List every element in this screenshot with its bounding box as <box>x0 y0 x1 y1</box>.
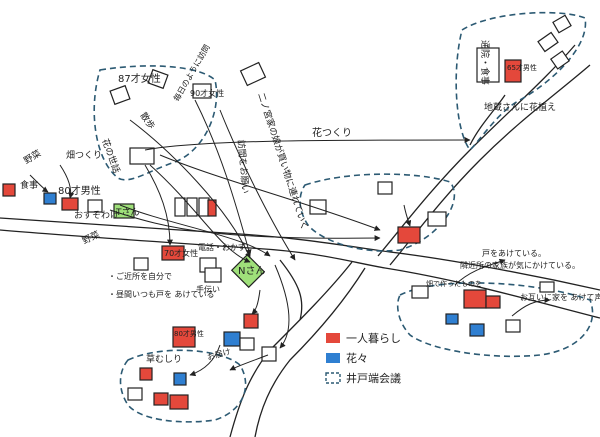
label-daughter-shopping: 二ノ宮家の娘が買い物に連れていく <box>255 91 311 231</box>
label-t-san: Tさん <box>115 207 140 218</box>
label-bring: 畑で作ったものを <box>426 279 482 288</box>
legend-blue-swatch <box>326 353 340 363</box>
legend: 一人暮らし 花々 井戸端会議 <box>325 331 401 385</box>
label-errand: 手伝い <box>196 284 220 294</box>
label-hospital: 通院・食事 <box>479 40 491 85</box>
legend-living-alone: 一人暮らし <box>346 331 401 345</box>
label-man80: 80才男性 <box>58 184 101 197</box>
label-field: 畑つくり <box>66 149 102 161</box>
legend-flowers: 花々 <box>346 352 368 365</box>
label-flower-making: 花つくり <box>312 126 352 139</box>
label-grass: 草むしり <box>146 353 182 365</box>
label-woman90: 90才女性 <box>190 88 224 98</box>
label-note2: ・昼間いつも戸を あけている <box>108 290 215 299</box>
legend-council: 井戸端会議 <box>346 371 401 385</box>
label-neighbors: 隣近所の家族が気にかけている。 <box>460 260 580 270</box>
legend-council-swatch <box>325 372 341 384</box>
label-n-san: Nさん <box>238 265 265 277</box>
label-note1: ・ご近所を自分で <box>108 271 172 281</box>
legend-red-swatch <box>326 333 340 343</box>
label-man65: 65才男性 <box>507 63 537 72</box>
label-jizo: 地蔵さんに花植え <box>484 101 556 113</box>
label-woman70: 70才女性 <box>164 248 198 258</box>
label-delivery: お届け <box>206 347 232 362</box>
label-share: お互いに家を あけて声かけ <box>520 292 600 302</box>
label-veg2: 野菜 <box>80 228 101 246</box>
label-door-open: 戸をあけている。 <box>482 249 546 258</box>
label-phone-okazu: 電話・おかず <box>198 242 246 252</box>
relations <box>29 99 551 377</box>
label-woman87: 87才女性 <box>118 72 161 85</box>
label-meal: 食事 <box>20 179 38 191</box>
label-ask-visit: 訪問をお願い <box>235 139 252 194</box>
council-areas <box>93 11 594 423</box>
label-man80b: 80才男性 <box>174 329 204 338</box>
houses <box>2 14 572 410</box>
label-veg: 野菜 <box>22 147 44 166</box>
label-osusowake: おすそわけ <box>74 210 119 221</box>
